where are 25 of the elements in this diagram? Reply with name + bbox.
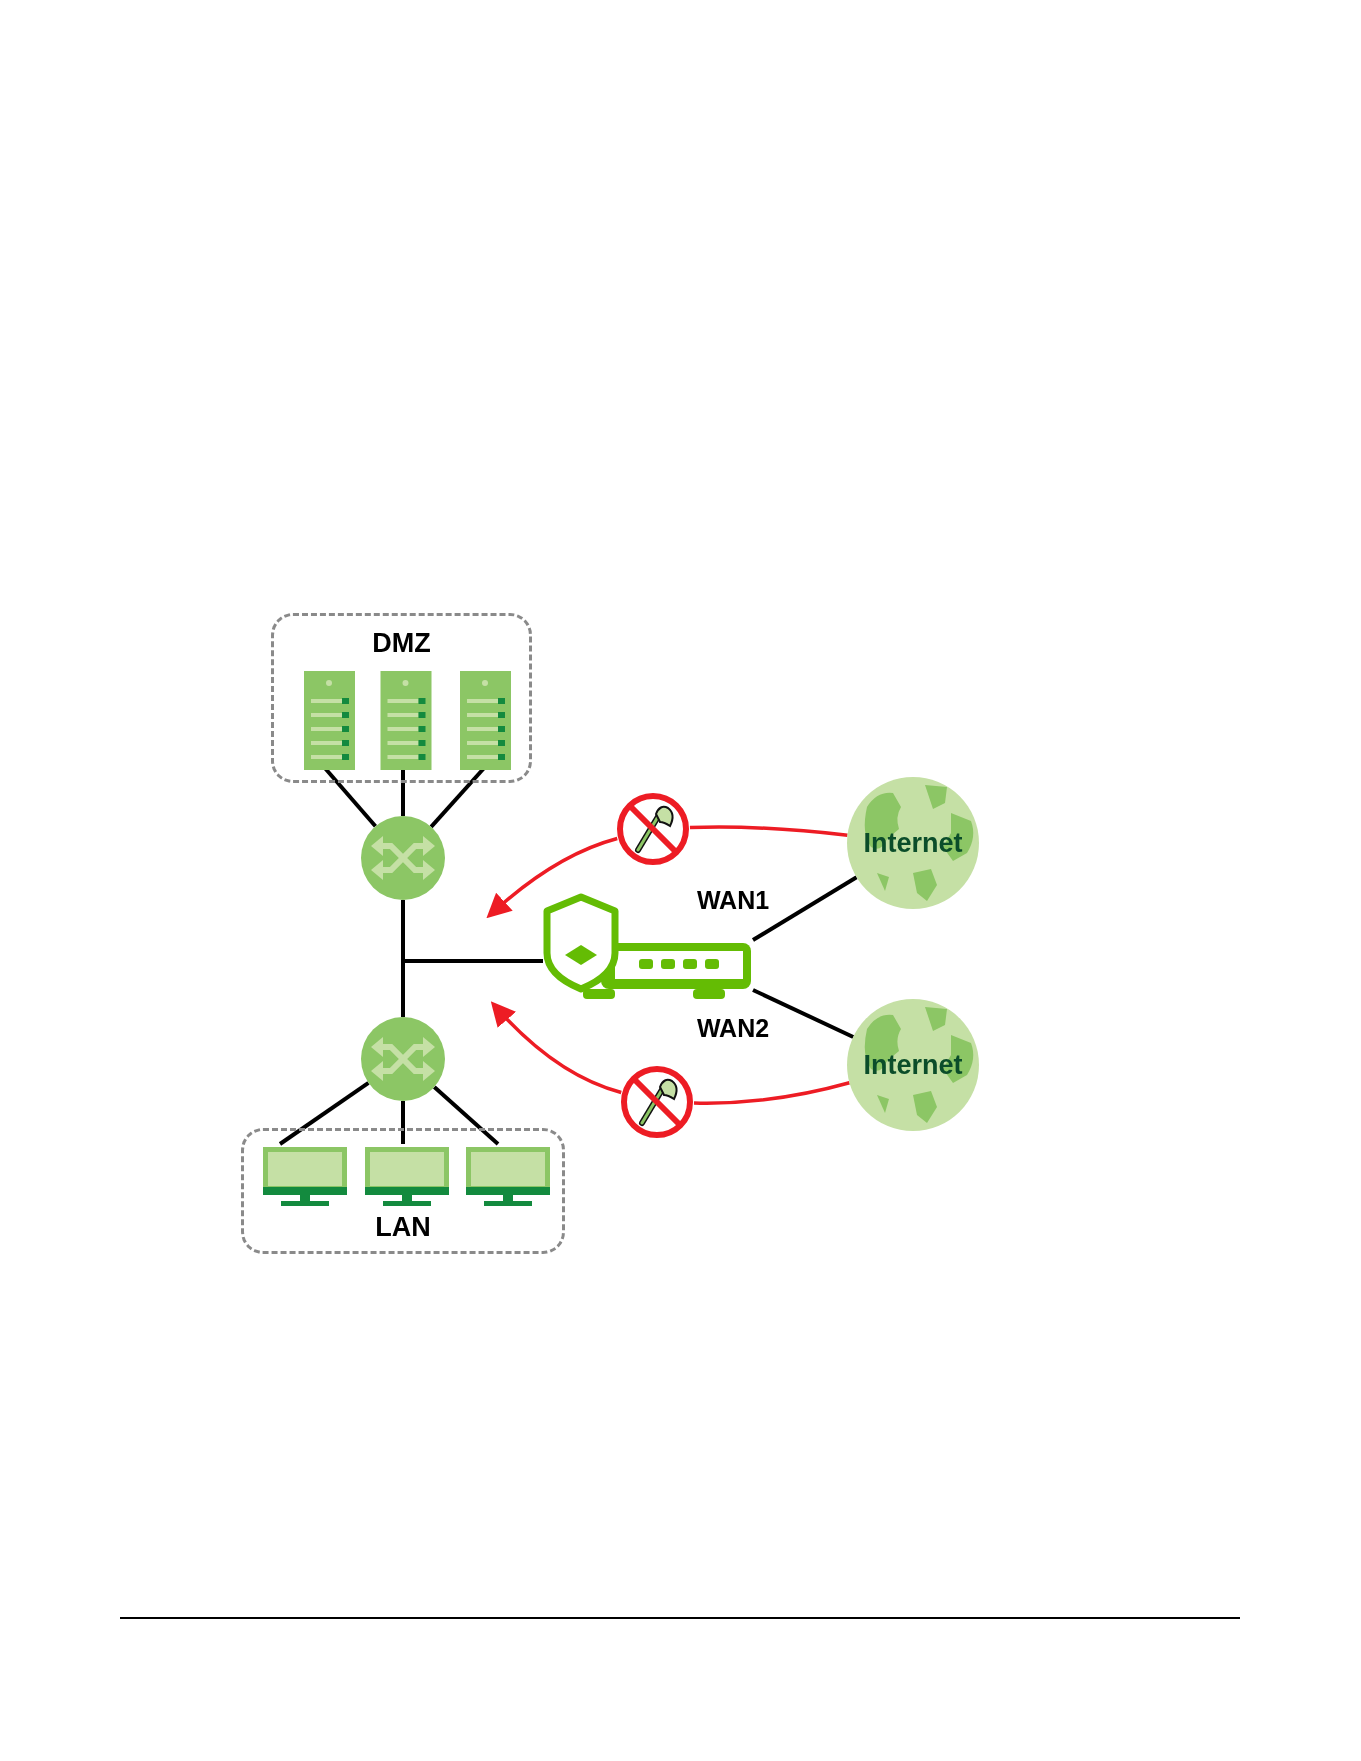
prohibited-sign-icon <box>616 792 690 866</box>
connection-line <box>401 959 543 1017</box>
internet-label: Internet <box>863 1051 963 1079</box>
prohibited-sign-icon <box>620 1065 694 1139</box>
server-icon <box>380 671 432 770</box>
monitor-icon <box>263 1147 347 1209</box>
switch-icon <box>361 816 445 900</box>
curved-line <box>689 825 848 838</box>
server-icon <box>460 671 511 770</box>
connection-line <box>751 875 858 942</box>
monitor-icon <box>365 1147 449 1209</box>
dashed-group-box <box>241 1128 565 1254</box>
monitor-icon <box>466 1147 550 1209</box>
connection-line <box>401 1101 405 1144</box>
internet-label: Internet <box>863 829 963 857</box>
switch-icon <box>361 1017 445 1101</box>
arrow <box>490 1001 622 1095</box>
group-title: LAN <box>375 1214 431 1241</box>
dashed-group-box <box>271 613 532 783</box>
curved-line <box>693 1081 850 1105</box>
server-icon <box>304 671 355 770</box>
arrow <box>486 836 618 919</box>
connection-line <box>432 1085 500 1146</box>
connection-line <box>752 988 855 1039</box>
group-title: DMZ <box>372 630 431 657</box>
